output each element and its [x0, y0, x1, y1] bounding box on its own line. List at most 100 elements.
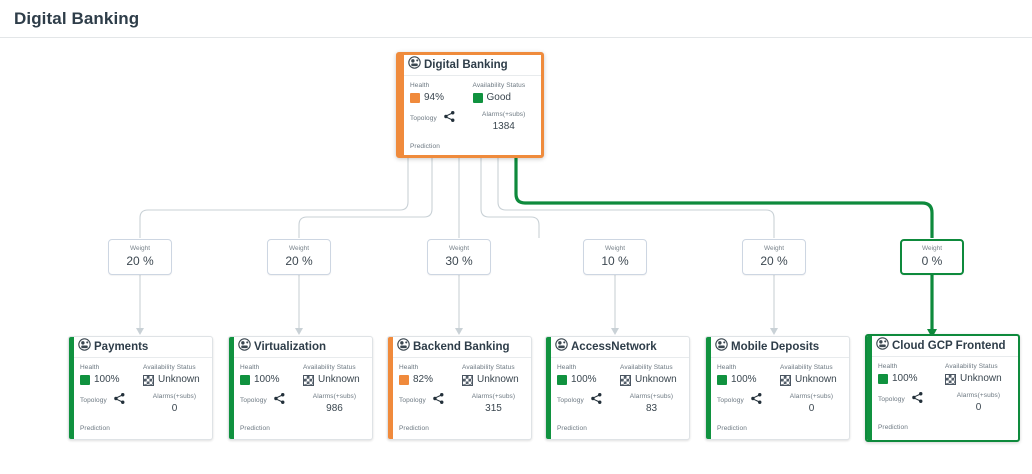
- health-value-row: 94%: [410, 91, 473, 105]
- prediction-label: Prediction: [80, 425, 110, 432]
- alarms-value: 0: [171, 403, 178, 414]
- arrowhead-accessnetwork: [611, 328, 619, 335]
- node-virtualization[interactable]: Virtualization Health 100% Availability …: [228, 336, 373, 440]
- availability-label: Availability Status: [462, 364, 515, 371]
- weight-value: 20 %: [285, 254, 313, 268]
- share-topology-icon[interactable]: [750, 392, 763, 410]
- prediction-label: Prediction: [717, 425, 747, 432]
- availability-value-row: Good: [472, 91, 536, 105]
- prediction-cell: Prediction: [557, 424, 620, 434]
- share-topology-icon[interactable]: [443, 110, 456, 128]
- health-cell: Health 100%: [80, 363, 143, 387]
- page-header: Digital Banking: [0, 0, 1032, 38]
- node-header: Payments: [74, 337, 212, 358]
- availability-cell: Availability Status Unknown: [945, 362, 1012, 386]
- availability-label: Availability Status: [620, 364, 673, 371]
- health-value-row: 100%: [878, 372, 945, 386]
- alarms-value: 83: [645, 403, 658, 414]
- share-topology-icon[interactable]: [113, 392, 126, 410]
- weight-box-mobile-deposits[interactable]: Weight 20 %: [742, 239, 806, 275]
- node-backend-banking[interactable]: Backend Banking Health 82% Availability …: [387, 336, 532, 440]
- topology-label: Topology: [717, 397, 744, 404]
- health-value-row: 100%: [80, 373, 143, 387]
- availability-value: Unknown: [158, 374, 200, 385]
- arrowhead-backend-banking: [455, 328, 463, 335]
- node-title: Payments: [94, 341, 149, 353]
- health-label: Health: [399, 364, 419, 371]
- health-value-row: 82%: [399, 373, 462, 387]
- node-title: Virtualization: [254, 341, 326, 353]
- node-payments[interactable]: Payments Health 100% Availability Status: [68, 336, 213, 440]
- availability-value: Unknown: [635, 374, 677, 385]
- topology-cell[interactable]: Topology: [717, 392, 780, 416]
- weight-box-backend-banking[interactable]: Weight 30 %: [427, 239, 491, 275]
- share-topology-icon[interactable]: [911, 391, 924, 409]
- node-cloud-gcp-frontend[interactable]: Cloud GCP Frontend Health 100% Availabil…: [865, 334, 1020, 442]
- arrowhead-cloud-gcp-frontend: [927, 329, 937, 338]
- availability-value-row: Unknown: [620, 373, 683, 387]
- topology-cell[interactable]: Topology: [80, 392, 143, 416]
- alarms-value: 0: [975, 402, 982, 413]
- weight-label: Weight: [288, 245, 310, 252]
- health-cell: Health 82%: [399, 363, 462, 387]
- edge-root-to-cloud-gcp-frontend-selected: [514, 155, 934, 238]
- topology-label: Topology: [80, 397, 107, 404]
- health-label: Health: [240, 364, 260, 371]
- alarms-label: Alarms(+subs): [789, 393, 834, 400]
- node-status-bar: [706, 337, 711, 439]
- topology-label: Topology: [399, 397, 426, 404]
- share-topology-icon[interactable]: [432, 392, 445, 410]
- prediction-cell: Prediction: [878, 423, 945, 433]
- node-title: AccessNetwork: [571, 341, 657, 353]
- weight-box-payments[interactable]: Weight 20 %: [108, 239, 172, 275]
- topology-cell[interactable]: Topology: [399, 392, 462, 416]
- share-topology-icon[interactable]: [273, 392, 286, 410]
- topology-label: Topology: [410, 115, 437, 122]
- availability-value: Good: [486, 92, 511, 103]
- edge-root-to-payments: [139, 155, 409, 238]
- node-status-bar: [69, 337, 74, 439]
- health-swatch: [399, 375, 409, 385]
- weight-value: 0 %: [921, 254, 943, 268]
- service-node-icon: [408, 56, 421, 74]
- alarms-value: 1384: [492, 121, 515, 132]
- health-value-row: 100%: [717, 373, 780, 387]
- topology-cell[interactable]: Topology: [240, 392, 303, 416]
- health-label: Health: [80, 364, 100, 371]
- prediction-label: Prediction: [878, 424, 908, 431]
- health-value-row: 100%: [240, 373, 303, 387]
- topology-cell[interactable]: Topology: [410, 110, 473, 134]
- prediction-cell: Prediction: [80, 424, 143, 434]
- weight-box-cloud-gcp-frontend[interactable]: Weight 0 %: [900, 239, 964, 275]
- health-label: Health: [717, 364, 737, 371]
- topology-cell[interactable]: Topology: [878, 391, 945, 415]
- edge-layer: [136, 155, 937, 338]
- availability-value-row: Unknown: [303, 373, 366, 387]
- node-mobile-deposits[interactable]: Mobile Deposits Health 100% Availability…: [705, 336, 850, 440]
- weight-box-virtualization[interactable]: Weight 20 %: [267, 239, 331, 275]
- availability-cell: Availability Status Unknown: [780, 363, 843, 387]
- weight-label: Weight: [129, 245, 151, 252]
- node-title: Cloud GCP Frontend: [892, 340, 1006, 352]
- page-title: Digital Banking: [14, 8, 140, 28]
- prediction-label: Prediction: [240, 425, 270, 432]
- node-header: Cloud GCP Frontend: [872, 336, 1018, 357]
- node-accessnetwork[interactable]: AccessNetwork Health 100% Availability S…: [545, 336, 690, 440]
- health-swatch: [557, 375, 567, 385]
- prediction-cell: Prediction: [240, 424, 303, 434]
- checkered-square-icon: [945, 373, 956, 385]
- node-digital-banking[interactable]: Digital Banking Health 94% Availability …: [396, 52, 544, 158]
- share-topology-icon[interactable]: [590, 392, 603, 410]
- alarms-cell: Alarms(+subs) 0: [780, 392, 843, 416]
- alarms-label: Alarms(+subs): [152, 393, 197, 400]
- prediction-label: Prediction: [410, 143, 440, 150]
- topology-label: Topology: [878, 396, 905, 403]
- availability-value: Unknown: [795, 374, 837, 385]
- health-cell: Health 100%: [878, 362, 945, 386]
- health-value: 100%: [731, 374, 757, 385]
- health-label: Health: [410, 82, 430, 89]
- topology-cell[interactable]: Topology: [557, 392, 620, 416]
- health-value: 100%: [254, 374, 280, 385]
- weight-box-accessnetwork[interactable]: Weight 10 %: [583, 239, 647, 275]
- health-swatch: [878, 374, 888, 384]
